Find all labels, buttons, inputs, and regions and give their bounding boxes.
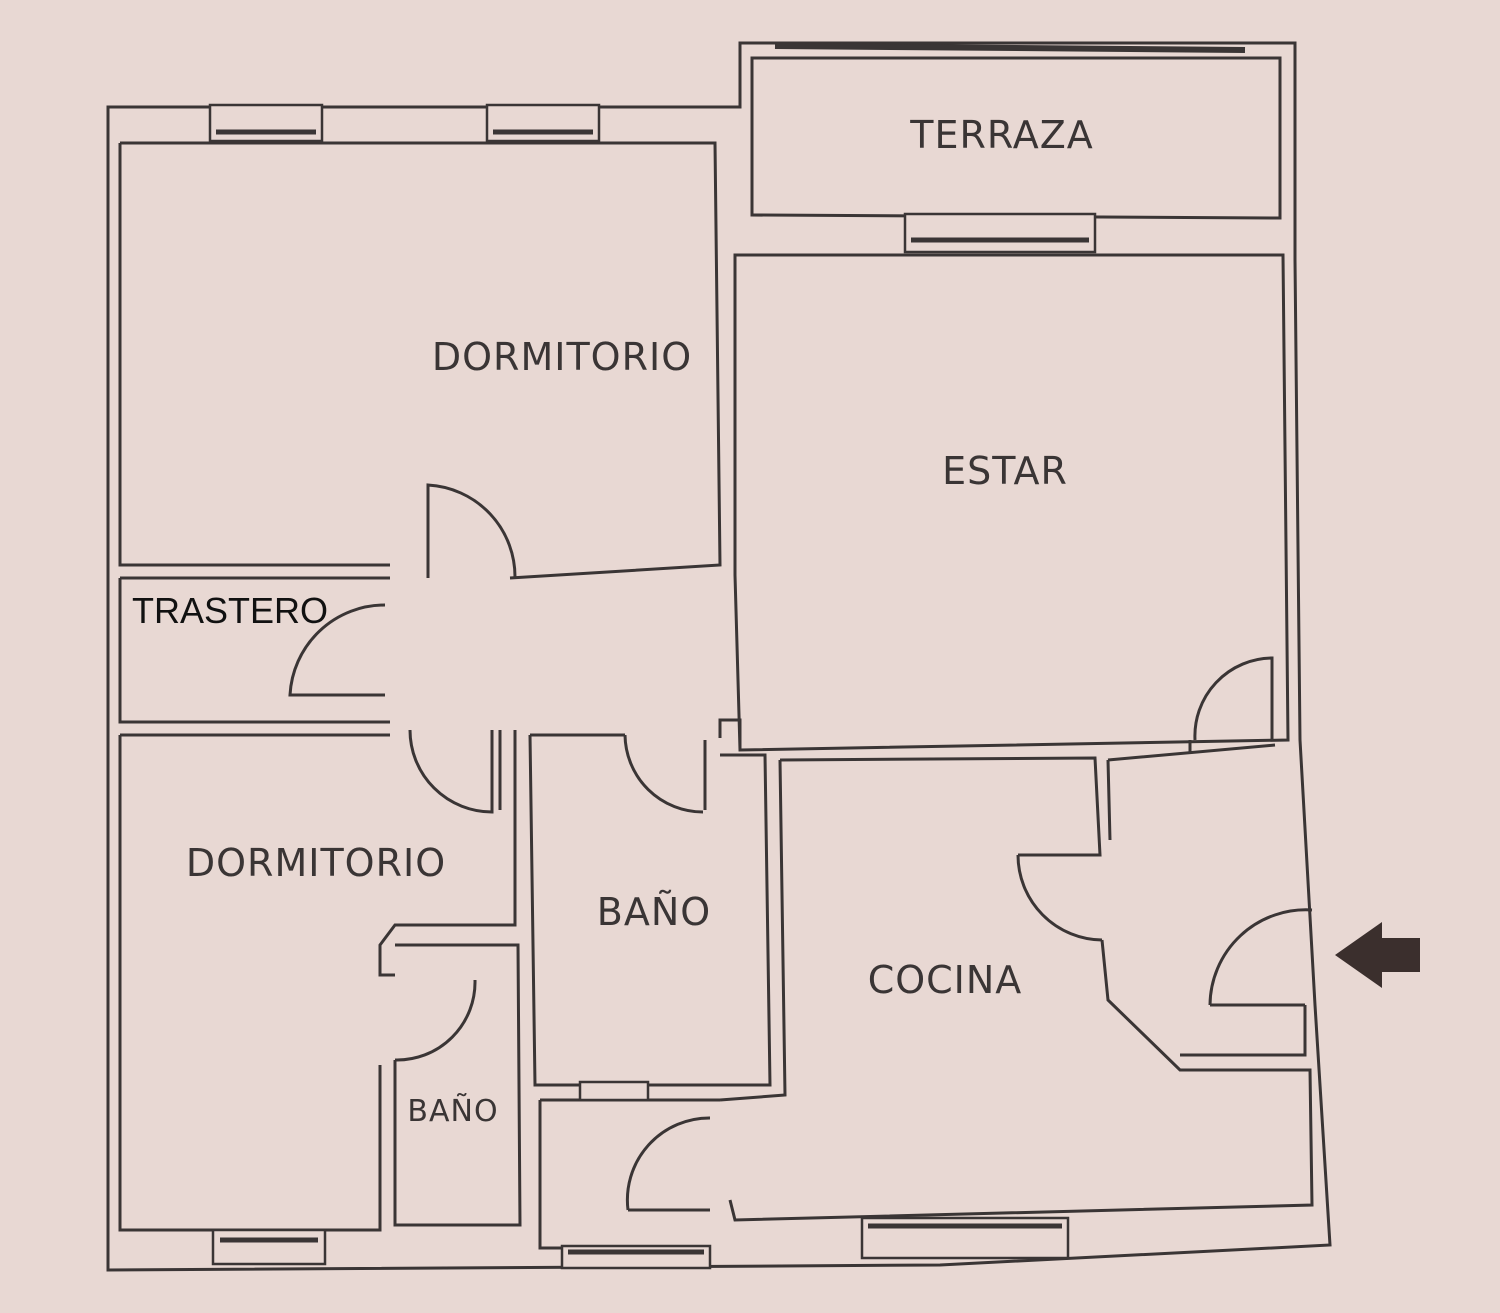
estar-room (733, 253, 1290, 752)
window-top-left-2 (485, 103, 601, 143)
door-bano-center (623, 734, 704, 814)
room-label-bano-small: BAÑO (407, 1093, 498, 1129)
window-bottom-middle (560, 1244, 712, 1270)
room-label-estar: ESTAR (942, 449, 1068, 493)
lower-hall (538, 1098, 720, 1250)
door-main-entry (1208, 908, 1313, 1007)
door-dormitorio-top (426, 483, 517, 579)
cocina-room (719, 756, 1314, 1222)
door-estar-entry (1193, 656, 1274, 741)
door-bano-small (394, 979, 477, 1062)
door-lower-hall (625, 1116, 711, 1212)
room-label-trastero: TRASTERO (132, 590, 328, 631)
door-dormitorio-bottom (408, 729, 494, 814)
windows (208, 43, 1246, 1270)
walls (106, 41, 1332, 1272)
window-top-terraza (774, 43, 1246, 53)
entry-vestibule (1106, 743, 1307, 1057)
room-label-bano-center: BAÑO (597, 890, 711, 934)
entry-arrow-icon (1335, 922, 1420, 988)
room-label-dormitorio-bottom: DORMITORIO (186, 841, 446, 885)
corridor-wall-right (378, 730, 517, 977)
door-cocina (1016, 854, 1103, 942)
door-trastero (288, 603, 386, 697)
room-label-cocina: COCINA (868, 958, 1023, 1002)
dormitorio-top-room (118, 143, 390, 580)
window-terraza (903, 212, 1097, 254)
terraza-room (750, 56, 1282, 220)
window-bano-center (578, 1080, 650, 1102)
room-label-dormitorio-top: DORMITORIO (432, 335, 692, 379)
bano-small-room (393, 943, 522, 1227)
doors (288, 483, 1313, 1212)
trastero-room (118, 578, 390, 724)
window-bottom-left (211, 1228, 327, 1266)
estar-corridor-wall (718, 718, 1192, 752)
window-top-left-1 (208, 103, 324, 143)
bano-center-room (528, 733, 772, 1087)
room-label-terraza: TERRAZA (909, 113, 1094, 157)
dormitorio-bottom-room (118, 733, 390, 1232)
inner-wall-top-left (120, 141, 722, 580)
